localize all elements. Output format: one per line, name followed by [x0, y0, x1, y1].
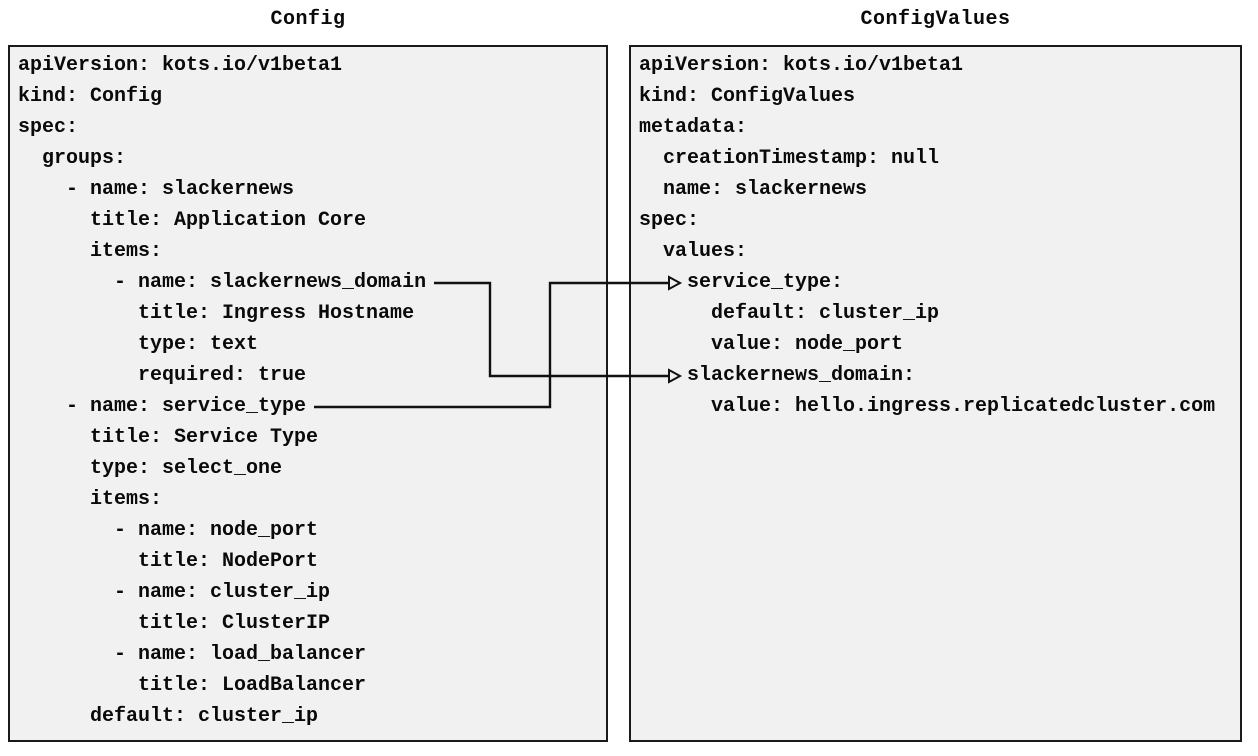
config-panel-title: Config [270, 8, 346, 31]
config-yaml-code: apiVersion: kots.io/v1beta1 kind: Config… [18, 54, 427, 728]
configvalues-panel-title: ConfigValues [860, 8, 1011, 31]
config-yaml-panel: apiVersion: kots.io/v1beta1 kind: Config… [8, 45, 608, 742]
configvalues-yaml-panel: apiVersion: kots.io/v1beta1 kind: Config… [629, 45, 1242, 742]
configvalues-yaml-code: apiVersion: kots.io/v1beta1 kind: Config… [639, 54, 1216, 418]
